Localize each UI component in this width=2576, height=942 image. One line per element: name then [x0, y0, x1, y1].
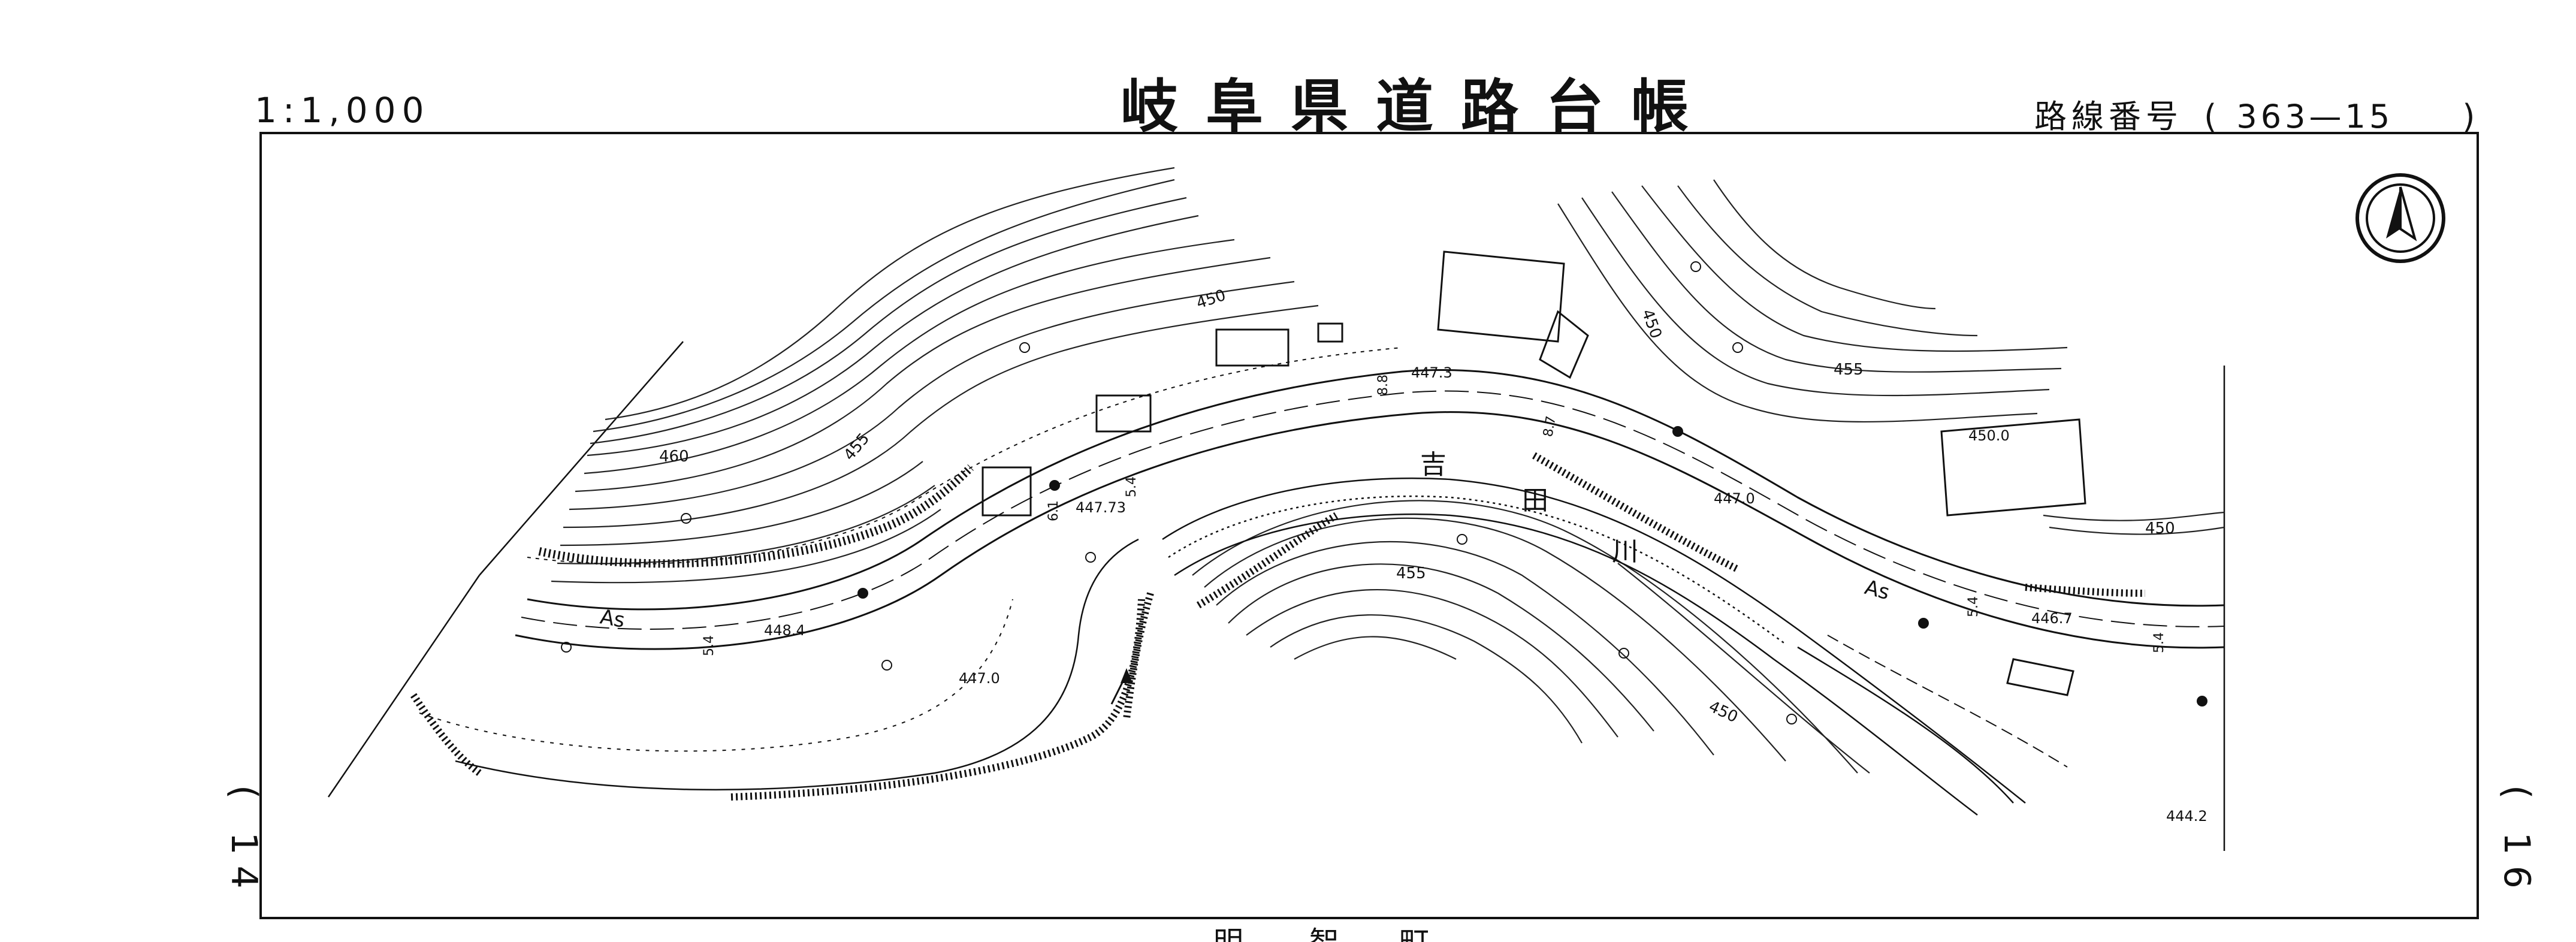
- contour-label: 450: [1194, 286, 1228, 313]
- pavement-labels: As As: [598, 575, 1892, 633]
- river-char: 川: [1612, 536, 1638, 567]
- river-char: 吉: [1420, 449, 1446, 480]
- map-title: 岐阜県道路台帳: [1121, 73, 1716, 140]
- contour-label: 455: [1834, 361, 1864, 379]
- boundary-line: [327, 575, 481, 798]
- route-number-label: 路線番号 ( 363—15 ): [2034, 90, 2480, 137]
- elevation-label: 447.3: [1411, 364, 1452, 381]
- elevation-label: 447.73: [1076, 499, 1126, 516]
- contour-label: 450: [2145, 520, 2175, 538]
- contour-label: 450: [1706, 698, 1741, 726]
- width-label: 8.7: [1541, 415, 1559, 438]
- river-char: 田: [1522, 485, 1548, 516]
- town-char: 町: [1399, 925, 1429, 942]
- elevation-labels: 447.3 447.73 448.4 447.0 447.0 450.0 446…: [764, 364, 2207, 825]
- adjacent-sheet-left: ( 14: [223, 785, 265, 899]
- elevation-label: 448.4: [764, 622, 805, 639]
- elevation-label: 447.0: [1714, 490, 1755, 507]
- contour-label: 455: [840, 430, 873, 464]
- width-label: 5.4: [702, 635, 717, 656]
- route-number: 363—15: [2236, 98, 2394, 135]
- contour-lines-upper: [551, 167, 1319, 584]
- north-arrow-icon: [2355, 173, 2445, 263]
- route-label: 路線番号: [2034, 98, 2183, 135]
- boundary-line: [479, 341, 684, 576]
- width-label: 5.4: [1966, 596, 1981, 617]
- width-label: 5.4: [2152, 632, 2167, 653]
- river-name: 吉 田 川: [1420, 449, 1638, 567]
- width-label: 6.1: [1046, 500, 1061, 521]
- width-label: 5.4: [1124, 476, 1139, 497]
- elevation-label: 444.2: [2166, 808, 2207, 825]
- river: [1162, 477, 2026, 816]
- elevation-label: 450.0: [1968, 427, 2010, 444]
- retaining-wall: [410, 452, 2146, 801]
- contour-label: 455: [1396, 564, 1426, 582]
- main-road: [515, 347, 2225, 650]
- town-name: 明 智 町: [1213, 925, 1429, 942]
- width-label: 8.8: [1376, 375, 1391, 395]
- tree-symbols: [561, 261, 1797, 724]
- town-char: 智: [1309, 925, 1339, 942]
- contour-lines-lower: [1192, 500, 1870, 774]
- pavement-label: As: [1862, 575, 1892, 605]
- route-close-paren: ): [2462, 98, 2480, 135]
- adjacent-sheet-right: ( 16: [2496, 785, 2538, 899]
- elevation-label: 446.7: [2031, 610, 2073, 627]
- contour-label: 450: [1638, 307, 1665, 341]
- buildings: [982, 250, 2086, 696]
- town-char: 明: [1213, 925, 1243, 942]
- width-labels: 8.8 8.7 6.1 5.4 5.4 5.4 5.4: [702, 375, 2167, 656]
- route-open-paren: (: [2204, 98, 2222, 135]
- lower-road: [419, 538, 2068, 804]
- contour-lines-right: [1557, 179, 2225, 535]
- flow-arrow-icon: [1110, 668, 1133, 705]
- pavement-label: As: [598, 605, 626, 633]
- control-points: [857, 426, 2207, 707]
- contour-label: 460: [659, 448, 689, 466]
- map-scale: 1:1,000: [255, 90, 430, 131]
- elevation-label: 447.0: [959, 670, 1000, 687]
